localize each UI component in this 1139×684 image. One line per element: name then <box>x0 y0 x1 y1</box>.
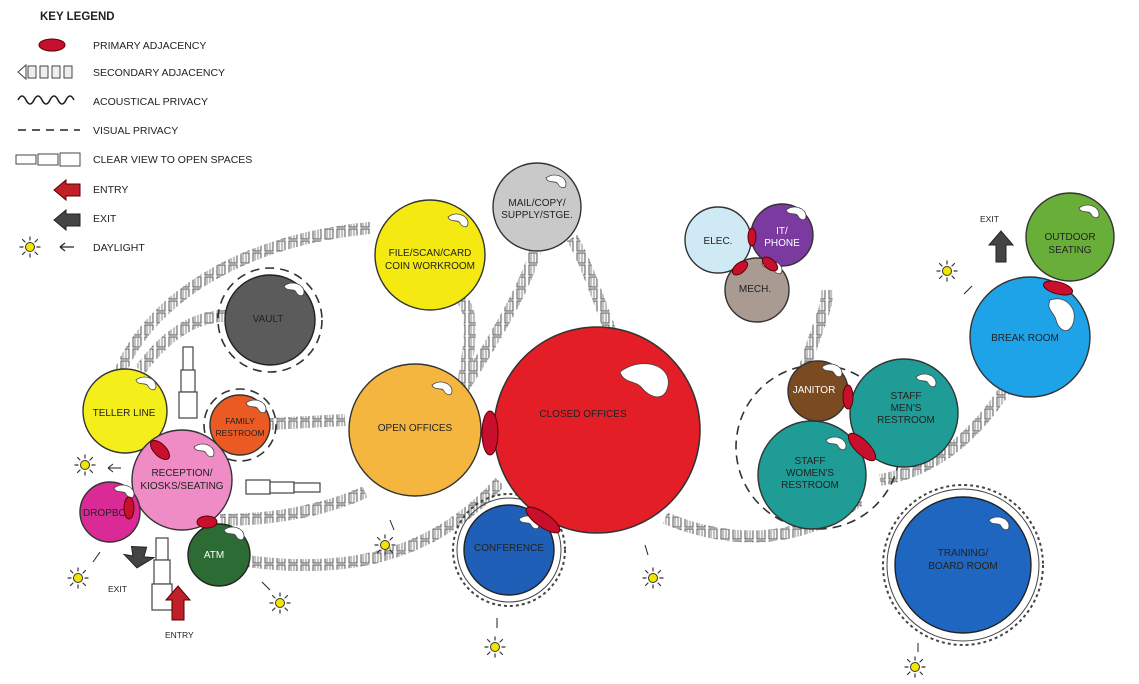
label-training-2: BOARD ROOM <box>928 561 997 572</box>
space-it-phone: IT/ PHONE <box>750 203 814 267</box>
label-mens-2: MEN'S <box>891 403 922 414</box>
label-reception-2: KIOSKS/SEATING <box>140 481 223 492</box>
space-training: TRAINING/ BOARD ROOM <box>894 496 1032 634</box>
space-closed-offices: CLOSED OFFICES <box>493 326 701 534</box>
training-acoustic-ring <box>882 484 1044 646</box>
label-outdoor-1: OUTDOOR <box>1044 232 1095 243</box>
label-womens-1: STAFF <box>795 456 826 467</box>
exit-arrow-icon <box>53 208 81 232</box>
label-womens-3: RESTROOM <box>781 480 839 491</box>
label-conference: CONFERENCE <box>474 543 544 554</box>
space-staff-womens: STAFF WOMEN'S RESTROOM <box>757 420 867 530</box>
label-mail-2: SUPPLY/STGE. <box>501 210 573 221</box>
exit-arrow-left <box>122 546 156 569</box>
clear-view-icon <box>15 152 81 167</box>
label-file-1: FILE/SCAN/CARD <box>389 248 472 259</box>
space-dropbox: DROPBOX <box>79 481 141 543</box>
label-mens-3: RESTROOM <box>877 415 935 426</box>
space-reception: RECEPTION/ KIOSKS/SEATING <box>131 429 233 531</box>
space-atm: ATM <box>187 523 251 587</box>
space-mail: MAIL/COPY/ SUPPLY/STGE. <box>492 162 582 252</box>
space-janitor: JANITOR <box>787 360 849 422</box>
label-open-offices: OPEN OFFICES <box>378 423 453 434</box>
label-elec: ELEC. <box>704 236 733 247</box>
primary-adjacencies <box>123 227 1074 534</box>
label-dropbox: DROPBOX <box>83 508 133 519</box>
legend-label-primary: PRIMARY ADJACENCY <box>93 40 206 52</box>
space-teller: TELLER LINE <box>82 368 168 454</box>
legend-label-daylight: DAYLIGHT <box>93 242 145 254</box>
legend-label-acoustical: ACOUSTICAL PRIVACY <box>93 96 208 108</box>
daylight-markers <box>67 260 973 678</box>
exit-arrow-right <box>987 230 1015 263</box>
space-staff-mens: STAFF MEN'S RESTROOM <box>849 358 959 468</box>
space-conference: CONFERENCE <box>463 504 555 596</box>
entry-arrow-icon <box>53 178 81 202</box>
label-vault: VAULT <box>253 314 284 325</box>
conference-acoustic-ring <box>452 493 566 607</box>
label-mens-1: STAFF <box>891 391 922 402</box>
legend-label-exit: EXIT <box>93 213 117 225</box>
label-mail-1: MAIL/COPY/ <box>508 198 565 209</box>
space-mech: MECH. <box>724 257 790 323</box>
legend-label-secondary: SECONDARY ADJACENCY <box>93 67 225 79</box>
label-outdoor-2: SEATING <box>1048 245 1091 256</box>
primary-adjacency-icon <box>38 38 66 52</box>
secondary-adjacency-chains <box>114 222 1016 572</box>
exit-label-right: EXIT <box>980 214 999 224</box>
space-elec: ELEC. <box>684 206 752 274</box>
acoustical-privacy-icon <box>17 95 75 105</box>
label-mech: MECH. <box>739 284 771 295</box>
label-family-1: FAMILY <box>225 416 255 426</box>
label-family-2: RESTROOM <box>215 428 264 438</box>
label-it-1: IT/ <box>776 226 788 237</box>
label-reception-1: RECEPTION/ <box>151 468 212 479</box>
secondary-adjacency-icon <box>17 63 73 81</box>
space-outdoor-seating: OUTDOOR SEATING <box>1025 192 1115 282</box>
legend-label-clear-view: CLEAR VIEW TO OPEN SPACES <box>93 154 252 166</box>
label-training-1: TRAINING/ <box>938 548 989 559</box>
entry-label: ENTRY <box>165 630 194 640</box>
key-legend: KEY LEGEND PRIMARY ADJACENCY SECONDARY A… <box>15 11 252 258</box>
legend-label-visual: VISUAL PRIVACY <box>93 125 178 137</box>
label-teller: TELLER LINE <box>93 408 156 419</box>
label-it-2: PHONE <box>764 238 800 249</box>
space-file: FILE/SCAN/CARD COIN WORKROOM <box>374 199 486 311</box>
legend-title: KEY LEGEND <box>40 11 115 23</box>
label-file-2: COIN WORKROOM <box>385 261 475 272</box>
space-break-room: BREAK ROOM <box>969 276 1091 398</box>
daylight-icon <box>19 236 41 258</box>
space-open-offices: OPEN OFFICES <box>348 363 482 497</box>
clear-view-indicators <box>151 346 321 611</box>
exit-label-left: EXIT <box>108 584 127 594</box>
label-janitor: JANITOR <box>793 385 836 396</box>
daylight-arrow-icon <box>59 242 74 252</box>
entry-arrow <box>164 585 192 621</box>
legend-label-entry: ENTRY <box>93 184 128 196</box>
space-family-restroom: FAMILY RESTROOM <box>209 394 271 456</box>
label-break-room: BREAK ROOM <box>991 333 1059 344</box>
label-closed-offices: CLOSED OFFICES <box>539 409 627 420</box>
label-atm: ATM <box>204 550 224 561</box>
space-vault: VAULT <box>224 274 316 366</box>
label-womens-2: WOMEN'S <box>786 468 834 479</box>
